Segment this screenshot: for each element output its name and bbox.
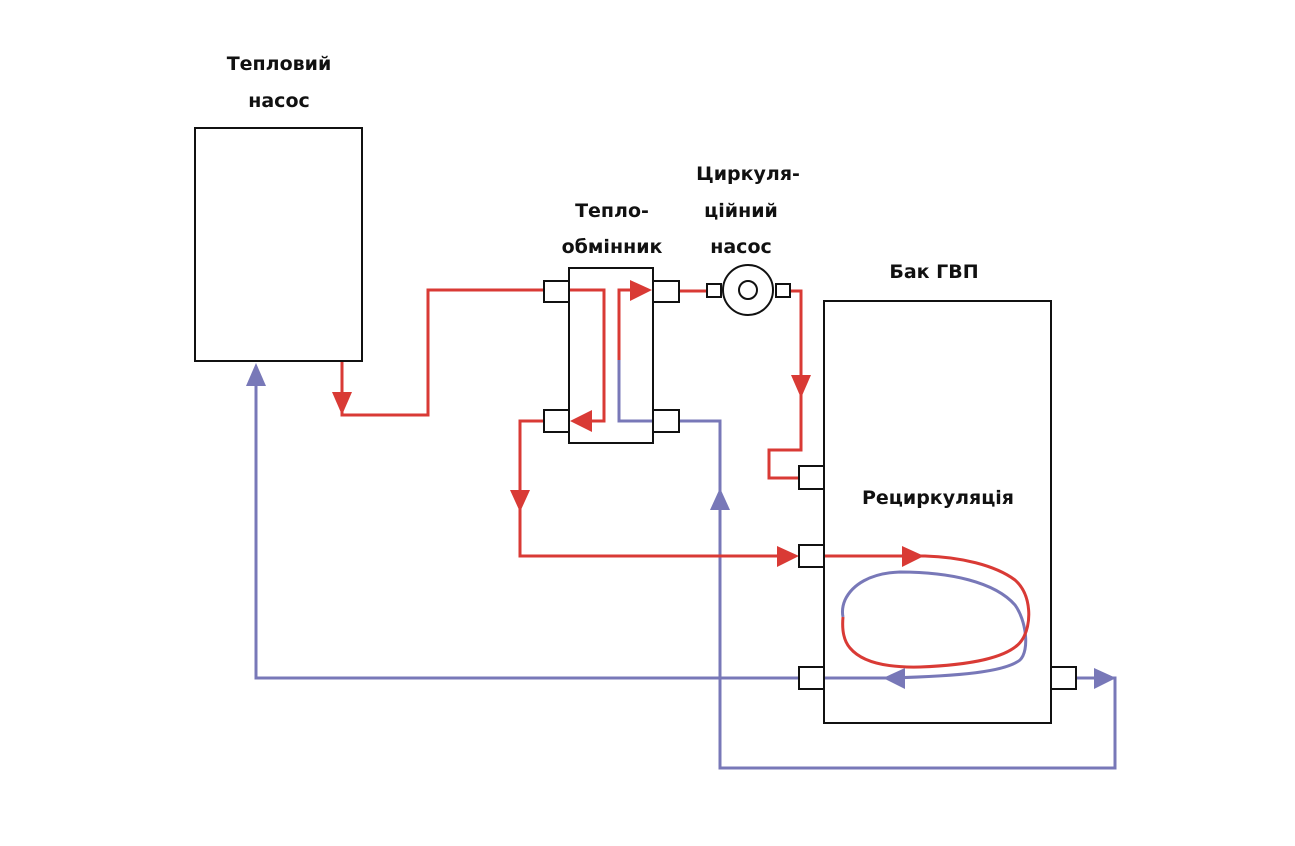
arrow-right-recirculation-hot bbox=[902, 546, 924, 567]
dhw-tank[interactable] bbox=[798, 300, 1077, 724]
circulation-pump-label-line3: насос bbox=[710, 236, 772, 258]
heat-exchanger-label-line1: Тепло- bbox=[575, 200, 649, 222]
pipe-exchanger-primary-return bbox=[518, 419, 784, 558]
heat-exchanger[interactable] bbox=[543, 267, 680, 444]
tank-port-lower-left bbox=[798, 666, 825, 690]
pipe-exchanger-secondary-hot bbox=[617, 288, 634, 360]
circulation-pump[interactable] bbox=[706, 264, 791, 316]
pump-port-outlet bbox=[775, 283, 791, 298]
pipe-recirculation-cold bbox=[824, 570, 1028, 680]
heat-pump-label-line1: Тепловий bbox=[227, 53, 332, 75]
arrow-down-heat-pump-outlet bbox=[332, 392, 352, 415]
heat-pump-box[interactable] bbox=[194, 127, 363, 362]
arrow-right-into-tank-middle bbox=[777, 546, 799, 567]
tank-port-middle-left bbox=[798, 544, 825, 568]
arrow-down-exchanger-return bbox=[510, 490, 530, 512]
pipe-pump-to-tank bbox=[767, 289, 803, 480]
pipe-exchanger-primary-inner bbox=[569, 288, 606, 423]
hot-pipes bbox=[340, 288, 1031, 669]
cold-pipes bbox=[254, 360, 1117, 770]
pipe-recirculation-hot bbox=[824, 554, 1031, 669]
tank-port-lower-right bbox=[1050, 666, 1077, 690]
arrow-left-recirculation-cold bbox=[883, 668, 905, 689]
recirculation-label: Рециркуляція bbox=[862, 487, 1014, 509]
exchanger-port-top-left bbox=[543, 280, 570, 303]
circulation-pump-label-line1: Циркуля- bbox=[696, 163, 800, 185]
pipe-exchanger-secondary-in bbox=[617, 360, 653, 423]
dhw-tank-label: Бак ГВП bbox=[889, 261, 978, 283]
arrow-left-exchanger-inner bbox=[570, 410, 592, 432]
exchanger-port-bottom-right bbox=[652, 409, 680, 433]
heat-exchanger-label-line2: обмінник bbox=[562, 236, 663, 258]
pump-impeller-icon bbox=[738, 280, 758, 300]
arrow-up-heat-pump-inlet bbox=[246, 363, 266, 386]
dhw-tank-body bbox=[823, 300, 1052, 724]
heat-exchanger-body bbox=[568, 267, 654, 444]
exchanger-port-top-right bbox=[652, 280, 680, 303]
pipe-heat-pump-supply bbox=[340, 288, 544, 417]
arrow-down-pump-to-tank bbox=[791, 375, 811, 398]
heat-pump-label-line2: насос bbox=[248, 90, 310, 112]
pipe-tank-return-to-heat-pump bbox=[254, 384, 799, 680]
arrow-right-exchanger-secondary bbox=[630, 280, 652, 301]
flow-arrows bbox=[246, 280, 1116, 689]
pump-port-inlet bbox=[706, 283, 722, 298]
circulation-pump-label-line2: ційний bbox=[704, 200, 778, 222]
arrow-up-to-exchanger-cold bbox=[710, 488, 730, 510]
arrow-right-tank-outlet bbox=[1094, 668, 1116, 689]
pipe-tank-to-exchanger-cold bbox=[679, 419, 1117, 770]
tank-port-upper-left bbox=[798, 465, 825, 490]
exchanger-port-bottom-left bbox=[543, 409, 570, 433]
